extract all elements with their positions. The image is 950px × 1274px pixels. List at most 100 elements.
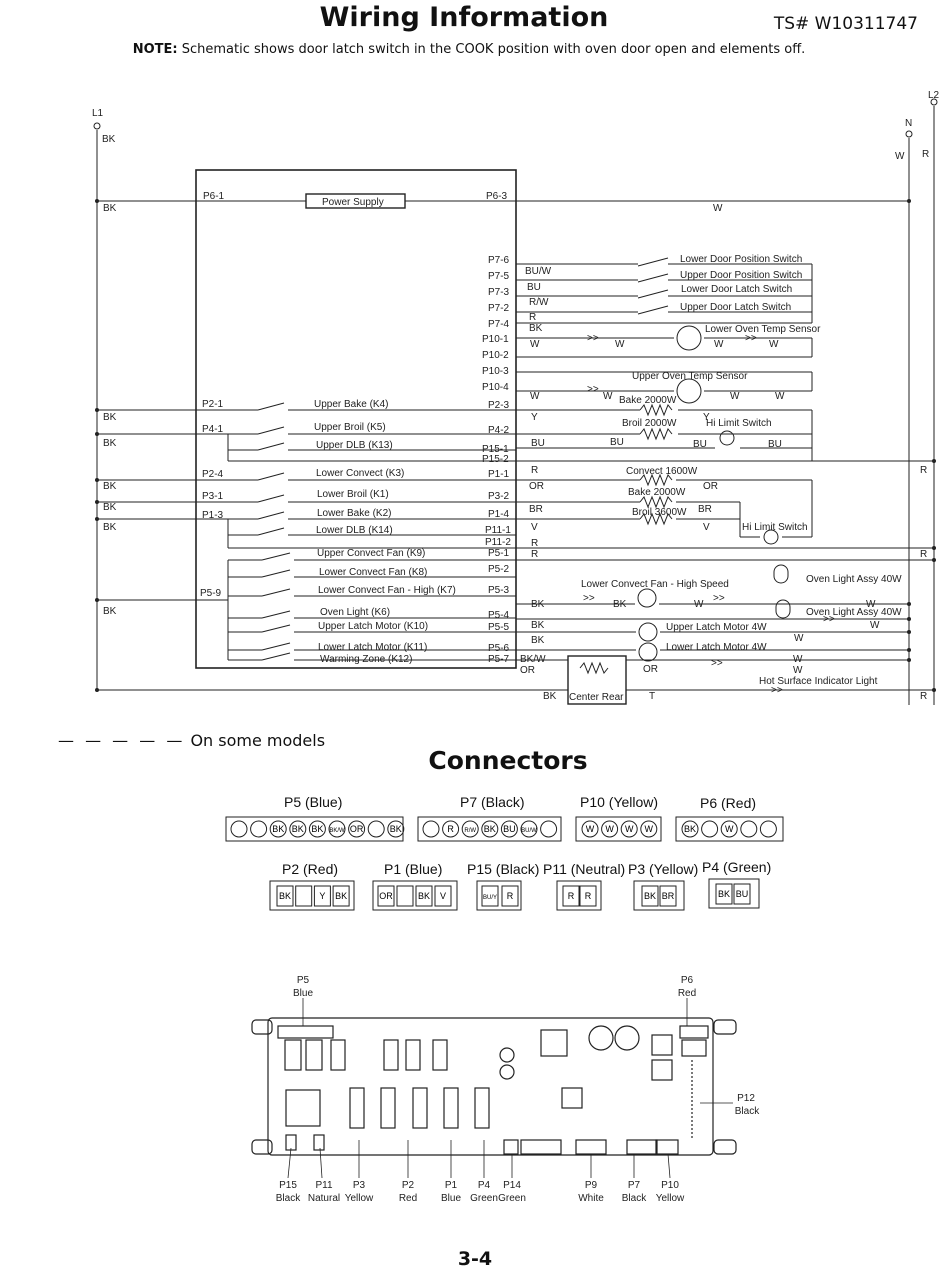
- lower-hi-limit-label: Hi Limit Switch: [742, 522, 808, 533]
- connector-pin-label: Y: [319, 891, 325, 901]
- connector-pin: [250, 820, 268, 838]
- oven-light-1-label: Oven Light Assy 40W: [806, 574, 902, 585]
- connector-pin: [520, 820, 538, 838]
- n-label: N: [905, 118, 912, 129]
- board-connector-color: White: [578, 1193, 604, 1204]
- fan-high-label: Lower Convect Fan - High Speed: [581, 579, 729, 590]
- arrow-label: >>: [713, 593, 725, 604]
- relay-label: Lower Bake (K2): [317, 508, 391, 519]
- connector-pin: [740, 820, 758, 838]
- connector-pin-label: R: [507, 891, 514, 901]
- connector-pin-label: BK: [272, 824, 284, 834]
- relay-label: Lower Broil (K1): [317, 489, 389, 500]
- relay-label: Lower Convect (K3): [316, 468, 404, 479]
- connector-pin: [759, 820, 777, 838]
- note-label: NOTE:: [132, 42, 178, 57]
- board-connector-color: Black: [735, 1106, 760, 1117]
- wire-label: BU: [693, 439, 707, 450]
- pin-label: P7-2: [488, 303, 510, 314]
- p3-connector: [633, 880, 685, 911]
- board-connector-label: P2: [402, 1180, 415, 1191]
- pin-label: P5-2: [488, 564, 510, 575]
- upper-broil-element-icon: [639, 427, 673, 441]
- connector-pin-label: BU: [503, 824, 516, 834]
- wire-label: BK: [103, 606, 117, 617]
- relay-label: Lower Convect Fan - High (K7): [318, 585, 456, 596]
- connector-pin: [332, 885, 350, 907]
- connector-pin: [681, 820, 699, 838]
- pin-label: P10-4: [482, 382, 509, 393]
- arrow-label: >>: [583, 593, 595, 604]
- connector-pin-label: BK: [292, 824, 304, 834]
- board-connector-color: Red: [678, 988, 696, 999]
- wire-label: BK: [543, 691, 557, 702]
- connector-pin: [442, 820, 460, 838]
- pin-label: P1-1: [488, 469, 510, 480]
- wire-label: BR: [529, 504, 543, 515]
- connector-pin-label: BK: [684, 824, 696, 834]
- connector-pin: [481, 885, 499, 907]
- upper-sensor-label: Upper Oven Temp Sensor: [632, 371, 748, 382]
- wire-label: W: [769, 339, 779, 350]
- pin-label: P10-3: [482, 366, 509, 377]
- connector-name: P1 (Blue): [384, 861, 443, 877]
- wire-label: BU: [527, 282, 541, 293]
- pin-label: P11-1: [485, 525, 511, 536]
- wire-label: W: [694, 599, 704, 610]
- wire-label: R: [531, 465, 538, 476]
- connector-pin: [434, 885, 452, 907]
- connector-pin: [367, 820, 385, 838]
- board-connector-label: P11: [315, 1180, 332, 1191]
- wire-label: W: [794, 633, 804, 644]
- connector-pin-label: BK: [644, 891, 656, 901]
- connector-pin: [422, 820, 440, 838]
- connector-pin-label: W: [586, 824, 595, 834]
- wire-label: Y: [531, 412, 538, 423]
- connector-pin-label: BK: [418, 891, 430, 901]
- ts-number: TS# W10311747: [773, 14, 918, 34]
- wire-label: R: [529, 312, 536, 323]
- pin-label: P5-5: [488, 622, 510, 633]
- door-switch-label: Upper Door Position Switch: [680, 270, 802, 281]
- connector-name: P2 (Red): [282, 861, 339, 877]
- connector-pin: [377, 885, 395, 907]
- board-connector-color: Natural: [308, 1193, 340, 1204]
- relay-label: Upper Broil (K5): [314, 422, 386, 433]
- upper-bake-element-icon: [639, 403, 673, 417]
- hi-limit-switch-icon: [719, 430, 735, 446]
- relay-label: Upper Latch Motor (K10): [318, 621, 428, 632]
- pin-label: P7-6: [488, 255, 510, 266]
- board-leaders: [287, 998, 733, 1179]
- connector-pin: [501, 885, 519, 907]
- board-connector-label: P6: [681, 975, 694, 986]
- pin-label: P5-3: [488, 585, 510, 596]
- connector-pin: [701, 820, 719, 838]
- relay-label: Upper Bake (K4): [314, 399, 388, 410]
- connector-pin-label: BU: [736, 889, 749, 899]
- ps-left-pin: P6-1: [203, 191, 225, 202]
- note-text: Schematic shows door latch switch in the…: [181, 42, 806, 57]
- p10-connector: [575, 816, 662, 842]
- relay-label: Warming Zone (K12): [320, 654, 412, 665]
- connector-name: P3 (Yellow): [628, 861, 699, 877]
- wire-label: BK: [529, 323, 543, 334]
- arrow-label: >>: [711, 658, 723, 669]
- lower-broil-element-icon: [639, 512, 673, 526]
- lower-bake-element-icon: [639, 495, 673, 509]
- connector-name: P4 (Green): [702, 859, 772, 875]
- connector-pin: [601, 820, 619, 838]
- legend-text: On some models: [190, 731, 326, 750]
- board-connector-label: P15: [279, 1180, 297, 1191]
- connector-pin-label: W: [725, 824, 734, 834]
- pin-label: P7-3: [488, 287, 510, 298]
- wire-label: R: [531, 538, 538, 549]
- lower-latch-motor-label: Lower Latch Motor 4W: [666, 642, 767, 653]
- control-board: [195, 169, 517, 669]
- p2-connector: [269, 880, 355, 911]
- connector-name: P10 (Yellow): [580, 794, 659, 810]
- connector-pin-label: BU/Y: [483, 895, 497, 901]
- legend: — — — — — On some models: [58, 731, 325, 750]
- power-supply-label: Power Supply: [322, 197, 384, 208]
- pin-label: P15-1: [482, 444, 509, 455]
- oven-light-2-icon: [775, 599, 791, 619]
